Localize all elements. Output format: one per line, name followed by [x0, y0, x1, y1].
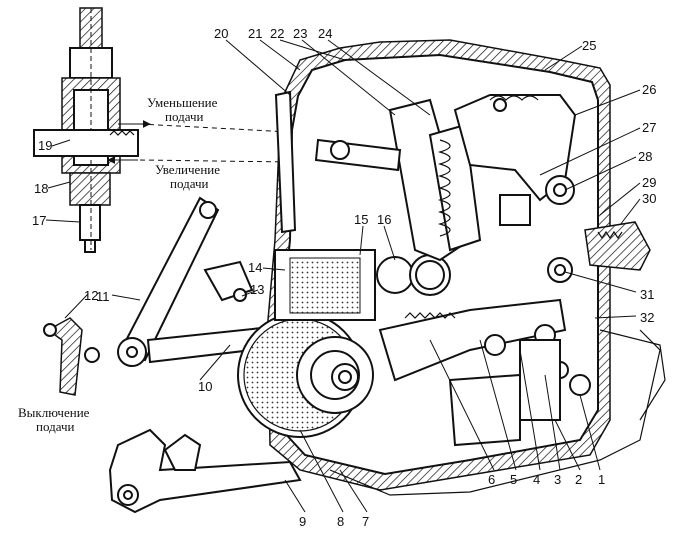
callout-6: 6: [488, 472, 495, 487]
callout-19: 19: [38, 138, 52, 153]
label-off-line1: Выключение: [18, 405, 90, 420]
label-increase-line1: Увеличение: [155, 162, 220, 177]
callout-12: 12: [84, 288, 98, 303]
stop-bracket-12: [43, 317, 100, 396]
callout-11: 11: [96, 289, 110, 304]
lever-13: [203, 260, 254, 302]
label-off-line2: подачи: [36, 419, 74, 434]
callout-20: 20: [214, 26, 228, 41]
callout-22: 22: [270, 26, 284, 41]
label-increase-line2: подачи: [170, 176, 208, 191]
callout-21: 21: [248, 26, 262, 41]
callout-27: 27: [642, 120, 656, 135]
callout-32: 32: [640, 310, 654, 325]
callout-29: 29: [642, 175, 656, 190]
callout-30: 30: [642, 191, 656, 206]
callouts: 1 2 3 4 5 6 7 8 9 10 11 12 13 14 15 16 1…: [32, 26, 656, 529]
callout-31: 31: [640, 287, 654, 302]
callout-13: 13: [250, 282, 264, 297]
callout-10: 10: [198, 379, 212, 394]
label-decrease-line1: Уменьшение: [147, 95, 218, 110]
control-rack: [378, 298, 569, 382]
callout-23: 23: [293, 26, 307, 41]
callout-9: 9: [299, 514, 306, 529]
callout-5: 5: [510, 472, 517, 487]
callout-1: 1: [598, 472, 605, 487]
callout-4: 4: [533, 472, 540, 487]
callout-3: 3: [554, 472, 561, 487]
lower-parts: [448, 339, 591, 447]
injector-pump-section: [33, 7, 291, 253]
callout-24: 24: [318, 26, 332, 41]
callout-17: 17: [32, 213, 46, 228]
label-decrease-line2: подачи: [165, 109, 203, 124]
callout-2: 2: [575, 472, 582, 487]
callout-16: 16: [377, 212, 391, 227]
gear-8: [237, 312, 374, 438]
callout-18: 18: [34, 181, 48, 196]
callout-8: 8: [337, 514, 344, 529]
governor-weights: [274, 249, 451, 321]
right-side-parts: [545, 175, 651, 283]
callout-7: 7: [362, 514, 369, 529]
callout-14: 14: [248, 260, 262, 275]
callout-26: 26: [642, 82, 656, 97]
callout-28: 28: [638, 149, 652, 164]
control-rod-20: [274, 90, 402, 234]
callout-25: 25: [582, 38, 596, 53]
upper-lever: [453, 94, 577, 226]
shutoff-lever-9: [108, 428, 302, 514]
lever-11: [117, 196, 220, 367]
callout-15: 15: [354, 212, 368, 227]
